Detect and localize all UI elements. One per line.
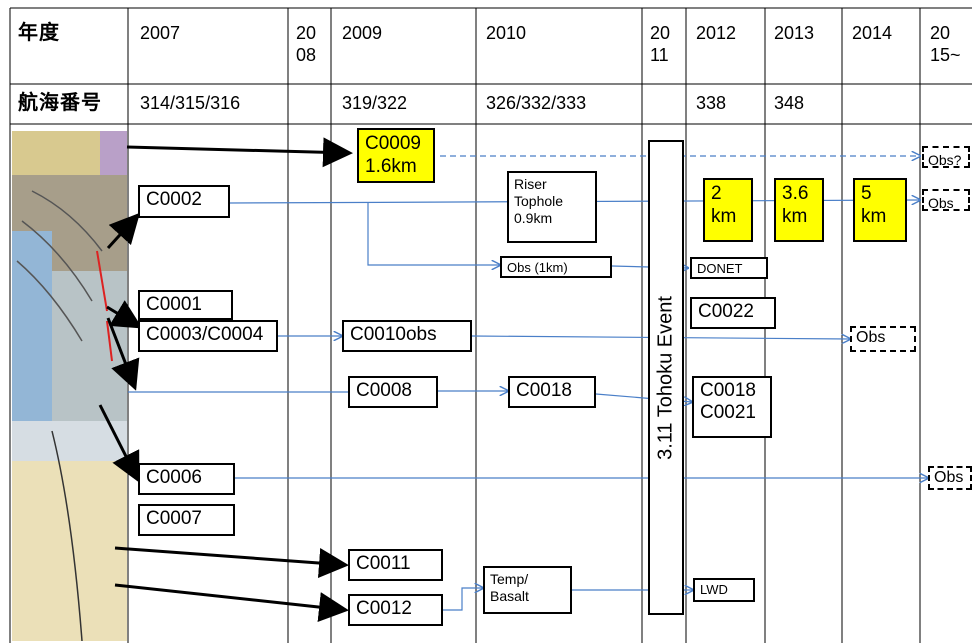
tohoku-event-label: 3.11 Tohoku Event xyxy=(655,296,678,460)
c0010obs-box: C0010obs xyxy=(342,320,472,352)
depth-3-6km-box: 3.6 km xyxy=(774,178,824,242)
c0022-box: C0022 xyxy=(690,297,776,329)
c0002-box: C0002 xyxy=(138,185,230,218)
c0006-box: C0006 xyxy=(138,463,235,495)
riser-tophole-box: Riser Tophole 0.9km xyxy=(507,171,597,243)
c0003-c0004-box: C0003/C0004 xyxy=(138,320,278,352)
donet-box: DONET xyxy=(690,257,768,279)
c0008-box: C0008 xyxy=(348,376,438,408)
temp-basalt-box: Temp/ Basalt xyxy=(483,566,572,614)
obs-top-box: Obs xyxy=(922,189,970,211)
tohoku-event-bar: 3.11 Tohoku Event xyxy=(648,140,684,615)
c0007-box: C0007 xyxy=(138,504,235,536)
c0001-box: C0001 xyxy=(138,290,233,320)
c0012-box: C0012 xyxy=(348,594,443,626)
c0018-box: C0018 xyxy=(508,376,596,408)
depth-5km-box: 5 km xyxy=(853,178,907,242)
obs-low-box: Obs xyxy=(928,466,972,490)
lwd-box: LWD xyxy=(693,578,755,602)
c0018-c0021-box: C0018 C0021 xyxy=(692,376,772,438)
c0009-box: C0009 1.6km xyxy=(357,128,435,183)
obs-1km-box: Obs (1km) xyxy=(500,256,612,278)
obs-planned-box: Obs? xyxy=(922,146,970,168)
depth-2km-box: 2 km xyxy=(703,178,753,242)
c0011-box: C0011 xyxy=(348,549,443,581)
obs-mid-box: Obs xyxy=(850,326,916,352)
